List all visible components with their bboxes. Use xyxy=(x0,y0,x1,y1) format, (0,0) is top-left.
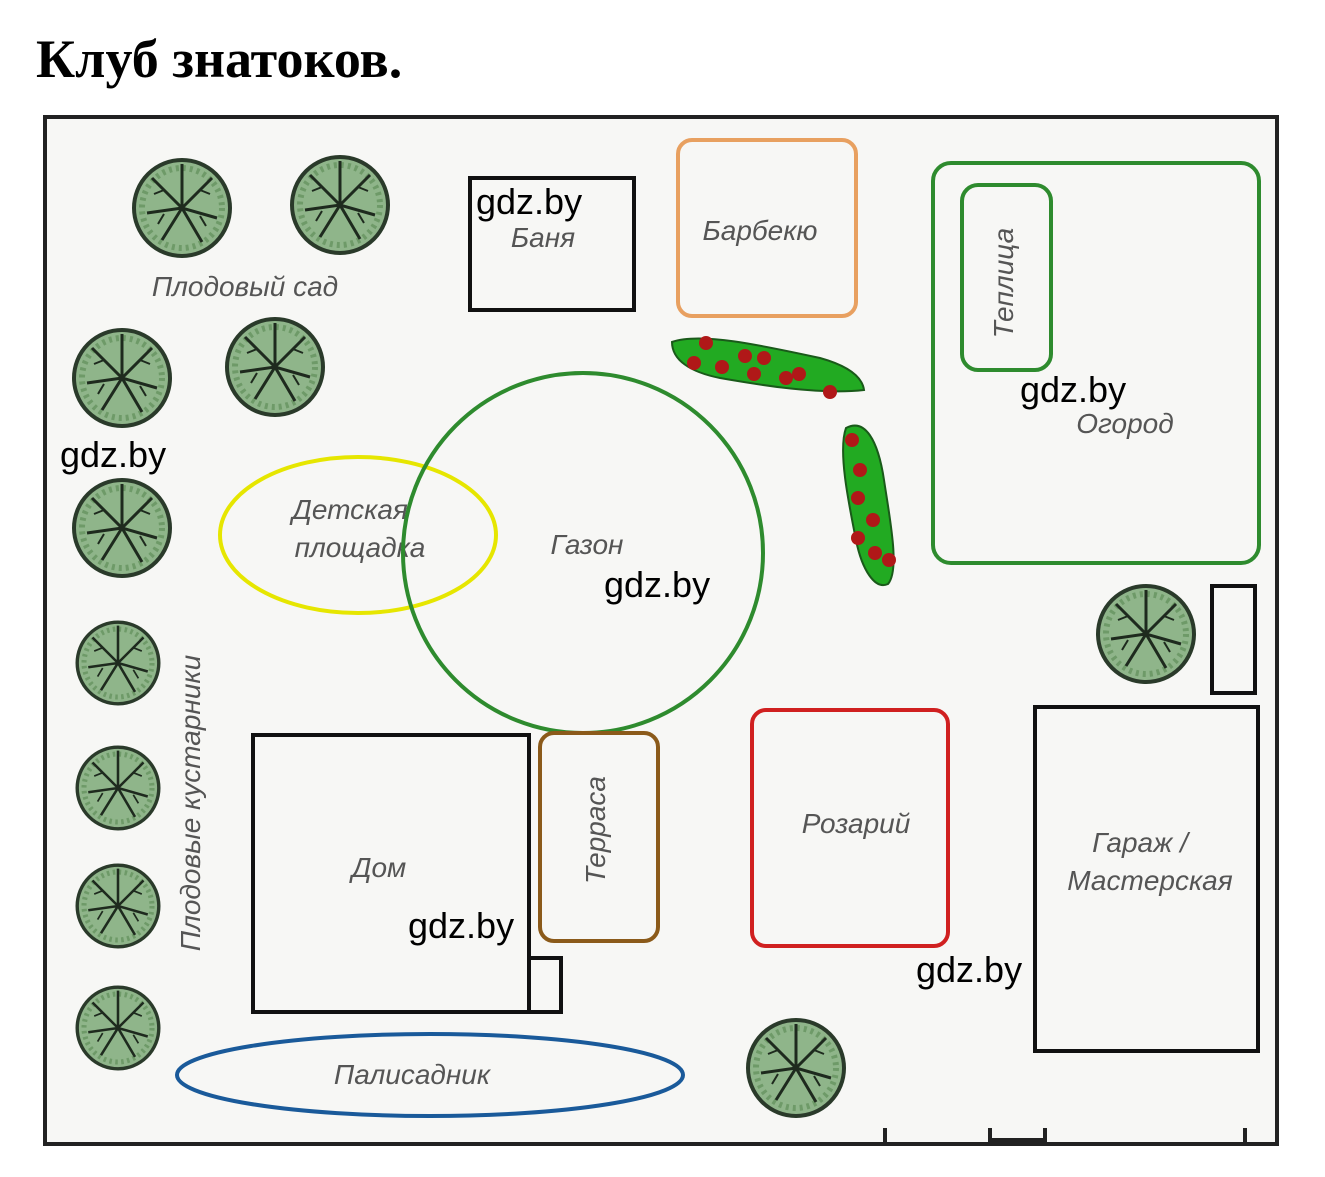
tree-icon xyxy=(292,157,388,253)
watermark: gdz.by xyxy=(916,949,1022,990)
house xyxy=(251,733,531,1014)
tree-icon xyxy=(134,160,230,256)
terrace xyxy=(538,731,660,943)
orchard-label: Плодовый сад xyxy=(152,271,338,302)
watermark: gdz.by xyxy=(408,905,514,946)
tree-icon xyxy=(748,1020,844,1116)
plot-boundary xyxy=(43,115,1279,1146)
vegetable-garden-label: Огород xyxy=(1076,408,1173,439)
garage-label-line2: Мастерская xyxy=(1067,865,1232,896)
garage-label-line1: Гараж / xyxy=(1092,827,1191,858)
tree-icon xyxy=(74,480,170,576)
tree-icon xyxy=(227,319,323,415)
playground-label-line1: Детская xyxy=(289,494,408,525)
berry-bush-icon xyxy=(842,424,896,587)
barbecue-label: Барбекю xyxy=(703,215,818,246)
banya xyxy=(468,176,636,312)
playground-label-line2: площадка xyxy=(295,532,426,563)
front-garden xyxy=(175,1032,685,1118)
watermark: gdz.by xyxy=(476,181,582,222)
tree-icon xyxy=(77,622,159,704)
rosary-label: Розарий xyxy=(802,808,911,839)
watermark: gdz.by xyxy=(60,434,166,475)
garage-workshop xyxy=(1033,705,1260,1053)
front-garden-label: Палисадник xyxy=(334,1059,492,1090)
tree-icon xyxy=(77,747,159,829)
tree-icon xyxy=(77,865,159,947)
watermark: gdz.by xyxy=(1020,369,1126,410)
lawn-label: Газон xyxy=(551,529,624,560)
shed xyxy=(1210,584,1257,695)
page-title: Клуб знатоков. xyxy=(36,29,403,89)
tree-icon xyxy=(1098,586,1194,682)
watermark: gdz.by xyxy=(604,564,710,605)
house-label: Дом xyxy=(349,852,406,883)
greenhouse xyxy=(960,183,1053,372)
vegetable-garden xyxy=(931,161,1261,565)
playground xyxy=(218,455,498,615)
house-porch xyxy=(527,956,563,1014)
banya-label: Баня xyxy=(511,222,575,253)
berry-bush-icon xyxy=(670,336,866,399)
fruit-shrubs-label: Плодовые кустарники xyxy=(175,654,206,951)
tree-icon xyxy=(77,987,159,1069)
rosary xyxy=(750,708,950,948)
tree-icon xyxy=(74,330,170,426)
barbecue xyxy=(676,138,858,318)
gate xyxy=(883,1128,1247,1146)
greenhouse-label: Теплица xyxy=(988,228,1019,338)
terrace-label: Терраса xyxy=(580,776,611,884)
